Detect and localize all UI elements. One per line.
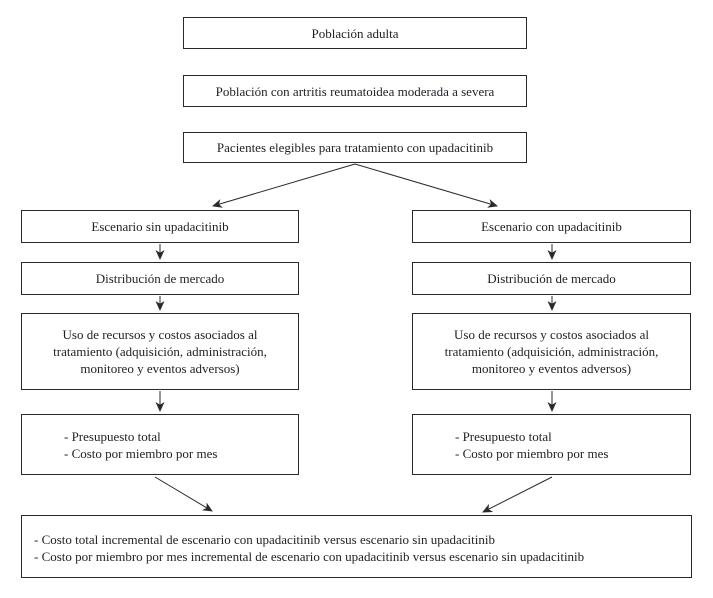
box-pacientes-elegibles-label: Pacientes elegibles para tratamiento con…: [216, 140, 494, 155]
box-poblacion-adulta-label: Población adulta: [311, 25, 399, 41]
box-distribucion-mercado-right-label: Distribución de mercado: [487, 271, 616, 286]
box-escenario-sin-label: Escenario sin upadacitinib: [91, 219, 229, 234]
box-outputs-right: - Presupuesto total - Costo por miembro …: [412, 414, 691, 475]
outputs-right-list: - Presupuesto total - Costo por miembro …: [455, 428, 608, 462]
box-uso-recursos-right-label: Uso de recursos y costos asociados al tr…: [444, 327, 659, 376]
box-distribucion-mercado-left-label: Distribución de mercado: [95, 271, 225, 286]
box-escenario-con-label: Escenario con upadacitinib: [481, 219, 622, 234]
box-outputs-left: - Presupuesto total - Costo por miembro …: [21, 414, 299, 475]
box-distribucion-mercado-right: Distribución de mercado: [412, 262, 691, 295]
output-left-presupuesto: - Presupuesto total: [64, 428, 161, 444]
resultado-list: - Costo total incremental de escenario c…: [34, 531, 584, 565]
box-uso-recursos-right: Uso de recursos y costos asociados al tr…: [412, 313, 691, 390]
box-uso-recursos-left-label: Uso de recursos y costos asociados al tr…: [53, 327, 267, 376]
box-escenario-sin-upadacitinib: Escenario sin upadacitinib: [21, 210, 299, 243]
box-escenario-con-upadacitinib: Escenario con upadacitinib: [412, 210, 691, 243]
arrow-right-outputs-result: [482, 476, 553, 513]
outputs-left-list: - Presupuesto total - Costo por miembro …: [64, 428, 217, 462]
box-poblacion-adulta: Población adulta: [183, 17, 527, 49]
box-distribucion-mercado-left: Distribución de mercado: [21, 262, 299, 295]
box-resultado-incremental: - Costo total incremental de escenario c…: [21, 515, 692, 578]
box-pacientes-elegibles: Pacientes elegibles para tratamiento con…: [183, 132, 527, 163]
output-right-presupuesto: - Presupuesto total: [455, 428, 552, 444]
resultado-costo-miembro-mes: - Costo por miembro por mes incremental …: [34, 549, 585, 564]
arrow-branch-right: [354, 163, 498, 208]
output-right-costo-miembro: - Costo por miembro por mes: [455, 445, 609, 461]
output-left-costo-miembro: - Costo por miembro por mes: [64, 445, 218, 461]
arrow-branch-left: [212, 163, 356, 208]
box-poblacion-artritis: Población con artritis reumatoidea moder…: [183, 75, 527, 107]
box-poblacion-artritis-label: Población con artritis reumatoidea moder…: [215, 83, 495, 99]
arrow-left-outputs-result: [154, 476, 213, 512]
box-uso-recursos-left: Uso de recursos y costos asociados al tr…: [21, 313, 299, 390]
resultado-costo-total: - Costo total incremental de escenario c…: [34, 532, 495, 547]
